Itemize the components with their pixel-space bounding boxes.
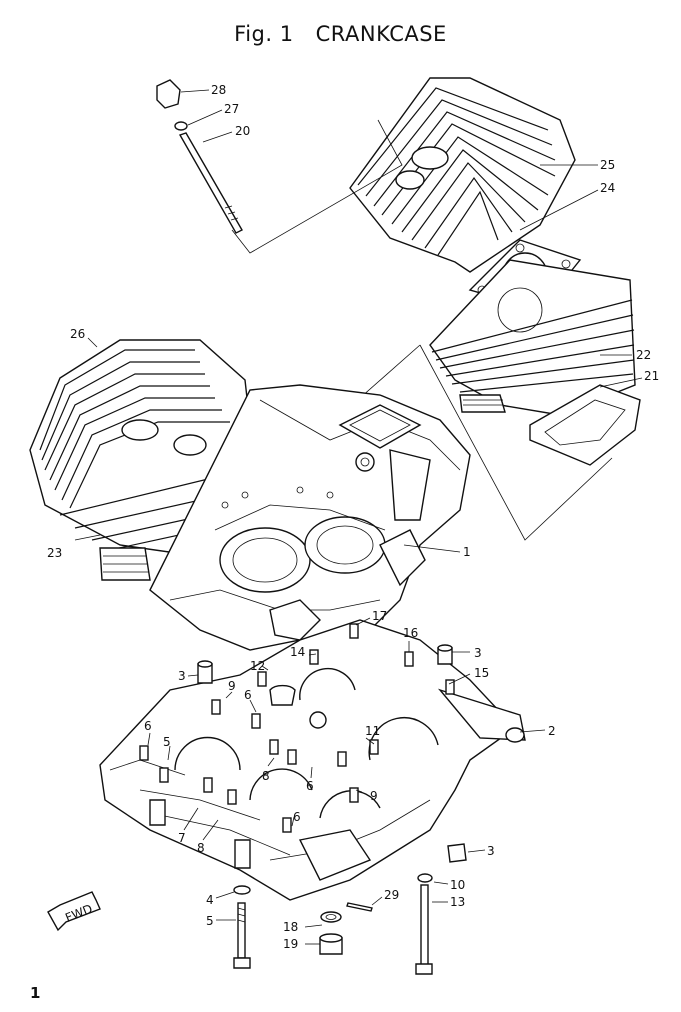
leader-lines [74, 89, 643, 945]
callout-6-lower: 6 [293, 810, 301, 824]
callout-1: 1 [463, 545, 471, 559]
callouts: 28 27 20 25 24 26 22 21 23 1 17 16 3 15 … [47, 83, 659, 951]
callout-6-upper: 6 [244, 688, 252, 702]
callout-19: 19 [283, 937, 298, 951]
figure-title: Fig. 1 CRANKCASE [0, 22, 681, 46]
lower-bolts [233, 873, 433, 975]
callout-27: 27 [224, 102, 239, 116]
callout-16: 16 [403, 626, 418, 640]
callout-14: 14 [290, 645, 305, 659]
figure-name: CRANKCASE [315, 22, 447, 46]
callout-5-upper: 5 [163, 735, 171, 749]
figure-number: Fig. 1 [234, 22, 294, 46]
callout-26: 26 [70, 327, 85, 341]
callout-9-lower: 9 [370, 789, 378, 803]
callout-29: 29 [384, 888, 399, 902]
callout-3-lower-right: 3 [487, 844, 495, 858]
callout-3-left: 3 [178, 669, 186, 683]
callout-21: 21 [644, 369, 659, 383]
callout-17: 17 [372, 609, 387, 623]
lower-crankcase [99, 619, 526, 901]
callout-5-lower: 5 [206, 914, 214, 928]
page-number: 1 [30, 984, 41, 1002]
callout-2: 2 [548, 724, 556, 738]
callout-7: 7 [178, 831, 186, 845]
callout-24: 24 [600, 181, 615, 195]
callout-10: 10 [450, 878, 465, 892]
callout-13: 13 [450, 895, 465, 909]
callout-6-left: 6 [144, 719, 152, 733]
upper-crankcase [149, 384, 471, 651]
callout-23: 23 [47, 546, 62, 560]
callout-8-lower: 8 [197, 841, 205, 855]
cylinder-head-right [349, 77, 576, 273]
callout-22: 22 [636, 348, 651, 362]
callout-28: 28 [211, 83, 226, 97]
fwd-arrow-icon: FWD [47, 891, 101, 932]
stud-bolt [156, 79, 243, 234]
callout-15: 15 [474, 666, 489, 680]
callout-9-upper: 9 [228, 679, 236, 693]
callout-3-upper-right: 3 [474, 646, 482, 660]
callout-11: 11 [365, 724, 380, 738]
callout-8-middle: 8 [262, 769, 270, 783]
callout-20: 20 [235, 124, 250, 138]
callout-6-middle: 6 [306, 779, 314, 793]
callout-25: 25 [600, 158, 615, 172]
callout-4: 4 [206, 893, 214, 907]
base-gasket [529, 384, 641, 466]
callout-12: 12 [250, 659, 265, 673]
callout-18: 18 [283, 920, 298, 934]
